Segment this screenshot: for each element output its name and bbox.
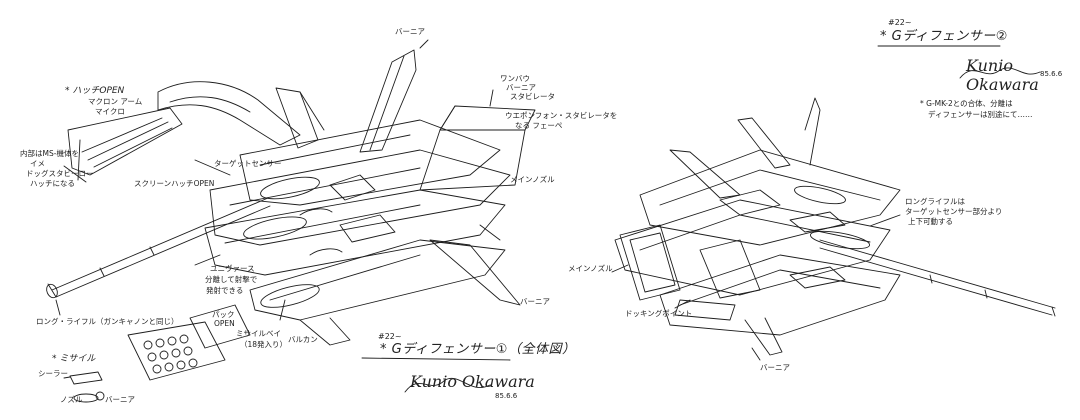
hatch-open-title: * ハッチOPEN	[65, 86, 125, 96]
missile-part-nozzle: ノズル	[60, 395, 83, 404]
missile-part-seeker: シーラー	[38, 369, 68, 378]
long-rifle-note: ロング・ライフル（ガンキャノンと同じ）	[36, 317, 179, 326]
right-signature: Kunio Okawara	[966, 56, 1039, 94]
missile-open-note-2: OPEN	[214, 319, 235, 328]
vulcan-note: バルカン	[288, 335, 318, 344]
right-rifle-note-2: ターゲットセンサー部分より	[905, 207, 1003, 216]
hatch-side-note-2: マイクロ	[95, 107, 125, 116]
missile-bay-note-2: （18発入り）	[240, 340, 288, 349]
missile-bay-note-1: ミサイルベイ	[236, 329, 281, 338]
right-main-nozzle: メインノズル	[568, 264, 613, 273]
hatch-note-3: ドッグスタビーロー	[26, 169, 94, 178]
wingtip-thruster-note: バーニア	[395, 27, 425, 36]
hatch-note-4: ハッチになる	[30, 179, 75, 188]
arm-note-2: 分離して射撃で	[205, 275, 258, 284]
stabilator-note-1: ウエポンフォン・スタビレータを	[505, 111, 618, 120]
right-note-2: ディフェンサーは別途にて……	[928, 110, 1033, 119]
right-rifle-note-3: 上下可動する	[908, 217, 953, 226]
right-title: * Gディフェンサー②	[880, 29, 1008, 44]
missile-open-note-1: パック	[212, 310, 235, 319]
missile-title: * ミサイル	[52, 354, 96, 364]
wing-note-2: バーニア	[506, 83, 536, 92]
right-bottom-thruster: バーニア	[760, 363, 790, 372]
right-note-1: * G-MK-2との合体、分離は	[920, 99, 1013, 108]
wing-note-3: スタビレータ	[510, 92, 555, 101]
hatch-side-note-1: マクロン アーム	[88, 97, 143, 106]
lower-thruster-note: バーニア	[520, 297, 550, 306]
wing-note-1: ワンバウ	[500, 74, 530, 83]
main-nozzle-left: メインノズル	[510, 175, 555, 184]
arm-note-1: ユニヴァース	[210, 264, 255, 273]
stabilator-note-2: なる フェーペ	[515, 121, 563, 130]
arm-note-3: 発射できる	[206, 286, 244, 295]
left-craft-drawing	[46, 39, 536, 403]
left-title: * Gディフェンサー①（全体図）	[380, 342, 576, 357]
right-craft-drawing	[611, 97, 1056, 361]
left-signature: Kunio Okawara	[410, 372, 535, 391]
right-title-prefix: #22~	[888, 18, 912, 27]
hatch-open-note: スクリーンハッチOPEN	[134, 179, 215, 188]
target-sensor-note: ターゲットセンサー	[214, 159, 282, 168]
hatch-note-2: イメ	[30, 159, 45, 168]
missile-part-thruster: バーニア	[105, 395, 135, 404]
right-rifle-note-1: ロングライフルは	[905, 197, 965, 206]
hatch-note-1: 内部はMS-機体を	[20, 149, 79, 158]
left-title-prefix: #22~	[378, 332, 402, 341]
right-date: 85.6.6	[1040, 70, 1063, 78]
left-date: 85.6.6	[495, 392, 518, 400]
right-docking-note: ドッキングポイント	[625, 309, 693, 318]
